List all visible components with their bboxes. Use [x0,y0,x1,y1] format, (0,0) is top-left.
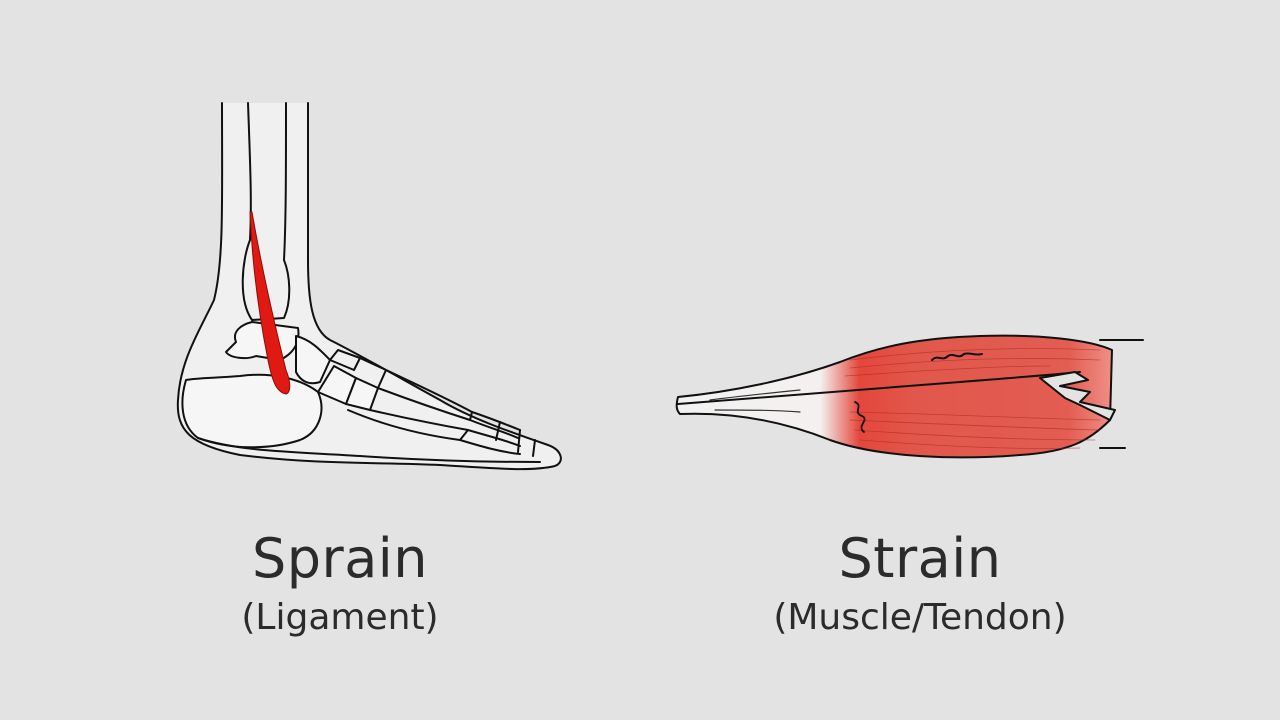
sprain-subtitle: (Ligament) [241,597,439,638]
strain-subtitle: (Muscle/Tendon) [773,597,1067,638]
ligament-highlight [249,211,291,395]
sprain-title: Sprain [251,527,429,590]
ankle-foot-illustration [176,102,562,471]
strain-title: Strain [838,527,1002,590]
tear [1039,371,1116,421]
muscle-illustration [675,334,1144,459]
calcaneus-bone [181,373,323,449]
